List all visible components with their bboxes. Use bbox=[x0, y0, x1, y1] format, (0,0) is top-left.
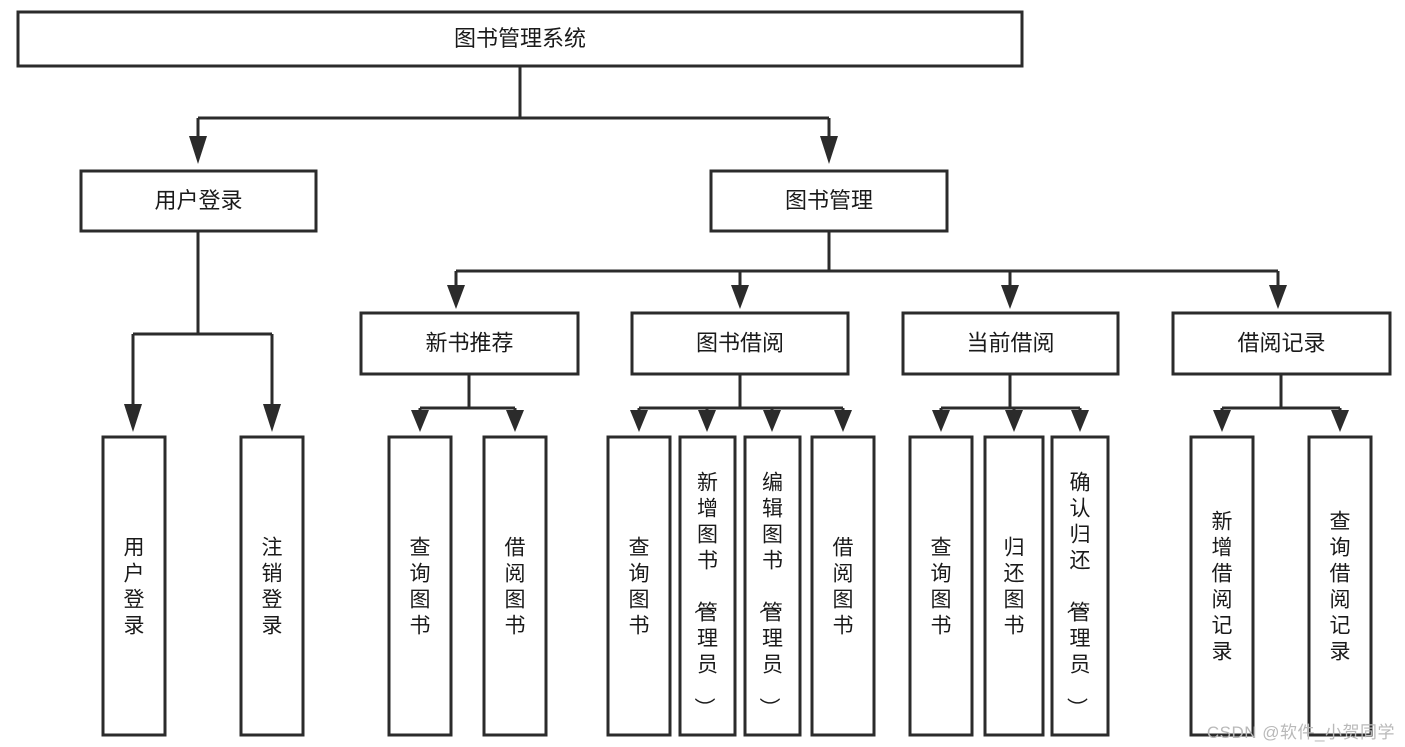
arrow-head-br-leaf2 bbox=[1331, 410, 1349, 432]
node-box[interactable] bbox=[101, 435, 167, 737]
node-leaf-7[interactable]: 借阅图书 bbox=[810, 435, 876, 737]
connector-group-borrow-book bbox=[630, 374, 852, 432]
node-label-vertical: 查询图书 bbox=[931, 536, 952, 637]
node-label-vertical: 借阅图书 bbox=[833, 536, 854, 637]
arrow-head-nb-leaf2 bbox=[506, 410, 524, 432]
node-leaf-6[interactable]: 编辑图书（管理员） bbox=[743, 435, 802, 737]
node-box[interactable] bbox=[359, 311, 580, 376]
node-box[interactable] bbox=[810, 435, 876, 737]
node-level2-0[interactable]: 用户登录 bbox=[79, 169, 318, 233]
node-box[interactable] bbox=[1050, 435, 1110, 737]
node-box[interactable] bbox=[630, 311, 850, 376]
node-label-vertical: 归还图书 bbox=[1004, 536, 1025, 637]
arrow-head-nb-leaf1 bbox=[411, 410, 429, 432]
node-label-vertical: 借阅图书 bbox=[505, 536, 526, 637]
arrow-head-user-login bbox=[189, 136, 207, 164]
node-leaf-1[interactable]: 注销登录 bbox=[239, 435, 305, 737]
node-label-vertical: 查询图书 bbox=[410, 536, 431, 637]
node-label: 用户登录 bbox=[154, 188, 242, 213]
node-label: 图书借阅 bbox=[696, 330, 784, 355]
node-box[interactable] bbox=[482, 435, 548, 737]
node-leaf-8[interactable]: 查询图书 bbox=[908, 435, 974, 737]
node-box[interactable] bbox=[239, 435, 305, 737]
connector-group-root bbox=[189, 66, 838, 164]
node-label-vertical: 查询借阅记录 bbox=[1330, 510, 1351, 663]
node-level3-0[interactable]: 新书推荐 bbox=[359, 311, 580, 376]
arrow-head-cb-leaf3 bbox=[1071, 410, 1089, 432]
node-leaf-4[interactable]: 查询图书 bbox=[606, 435, 672, 737]
arrow-head-leaf-logout bbox=[263, 404, 281, 432]
node-label-vertical: 确认归还（管理员） bbox=[1065, 471, 1091, 718]
nodes-layer: 图书管理系统用户登录图书管理新书推荐图书借阅当前借阅借阅记录用户登录注销登录查询… bbox=[16, 10, 1392, 737]
arrow-head-borrow-record bbox=[1269, 285, 1287, 309]
arrow-head-bb-leaf1 bbox=[630, 410, 648, 432]
node-label-vertical: 查询图书 bbox=[629, 536, 650, 637]
node-box[interactable] bbox=[1189, 435, 1255, 737]
node-box[interactable] bbox=[678, 435, 737, 737]
node-label: 当前借阅 bbox=[966, 330, 1054, 355]
arrow-head-cb-leaf2 bbox=[1005, 410, 1023, 432]
arrow-head-bb-leaf2 bbox=[698, 410, 716, 432]
node-box[interactable] bbox=[709, 169, 949, 233]
connector-group-borrow-record bbox=[1213, 374, 1349, 432]
node-box[interactable] bbox=[908, 435, 974, 737]
node-label: 图书管理 bbox=[785, 188, 873, 213]
node-leaf-5[interactable]: 新增图书（管理员） bbox=[678, 435, 737, 737]
node-box[interactable] bbox=[79, 169, 318, 233]
connector-group-current-borrow bbox=[932, 374, 1089, 432]
arrow-head-current-borrow bbox=[1001, 285, 1019, 309]
node-level2-1[interactable]: 图书管理 bbox=[709, 169, 949, 233]
node-level3-3[interactable]: 借阅记录 bbox=[1171, 311, 1392, 376]
connector-group-user-login bbox=[124, 231, 281, 432]
node-box[interactable] bbox=[983, 435, 1045, 737]
node-box[interactable] bbox=[1171, 311, 1392, 376]
arrow-head-borrow-book bbox=[731, 285, 749, 309]
node-box[interactable] bbox=[387, 435, 453, 737]
arrow-head-bb-leaf3 bbox=[763, 410, 781, 432]
node-box[interactable] bbox=[606, 435, 672, 737]
connector-group-new-book bbox=[411, 374, 524, 432]
node-label: 图书管理系统 bbox=[454, 26, 586, 51]
node-root-0[interactable]: 图书管理系统 bbox=[16, 10, 1024, 68]
arrow-head-new-book bbox=[447, 285, 465, 309]
node-box[interactable] bbox=[901, 311, 1120, 376]
arrow-head-book-mgmt bbox=[820, 136, 838, 164]
arrow-head-cb-leaf1 bbox=[932, 410, 950, 432]
node-leaf-2[interactable]: 查询图书 bbox=[387, 435, 453, 737]
node-label-vertical: 新增借阅记录 bbox=[1212, 510, 1233, 663]
connector-group-book-mgmt bbox=[447, 231, 1287, 309]
node-leaf-10[interactable]: 确认归还（管理员） bbox=[1050, 435, 1110, 737]
node-leaf-12[interactable]: 查询借阅记录 bbox=[1307, 435, 1373, 737]
arrow-head-br-leaf1 bbox=[1213, 410, 1231, 432]
node-label-vertical: 编辑图书（管理员） bbox=[757, 471, 783, 718]
arrow-head-leaf-user-login bbox=[124, 404, 142, 432]
node-leaf-0[interactable]: 用户登录 bbox=[101, 435, 167, 737]
node-leaf-9[interactable]: 归还图书 bbox=[983, 435, 1045, 737]
node-level3-2[interactable]: 当前借阅 bbox=[901, 311, 1120, 376]
node-label-vertical: 用户登录 bbox=[124, 536, 145, 637]
node-label-vertical: 注销登录 bbox=[262, 536, 283, 637]
node-label: 新书推荐 bbox=[425, 330, 513, 355]
node-level3-1[interactable]: 图书借阅 bbox=[630, 311, 850, 376]
node-label-vertical: 新增图书（管理员） bbox=[692, 471, 718, 718]
watermark-text: CSDN @软件_小贺同学 bbox=[1206, 723, 1395, 742]
node-leaf-11[interactable]: 新增借阅记录 bbox=[1189, 435, 1255, 737]
node-box[interactable] bbox=[1307, 435, 1373, 737]
node-leaf-3[interactable]: 借阅图书 bbox=[482, 435, 548, 737]
node-label: 借阅记录 bbox=[1237, 330, 1325, 355]
node-box[interactable] bbox=[16, 10, 1024, 68]
arrow-head-bb-leaf4 bbox=[834, 410, 852, 432]
node-box[interactable] bbox=[743, 435, 802, 737]
